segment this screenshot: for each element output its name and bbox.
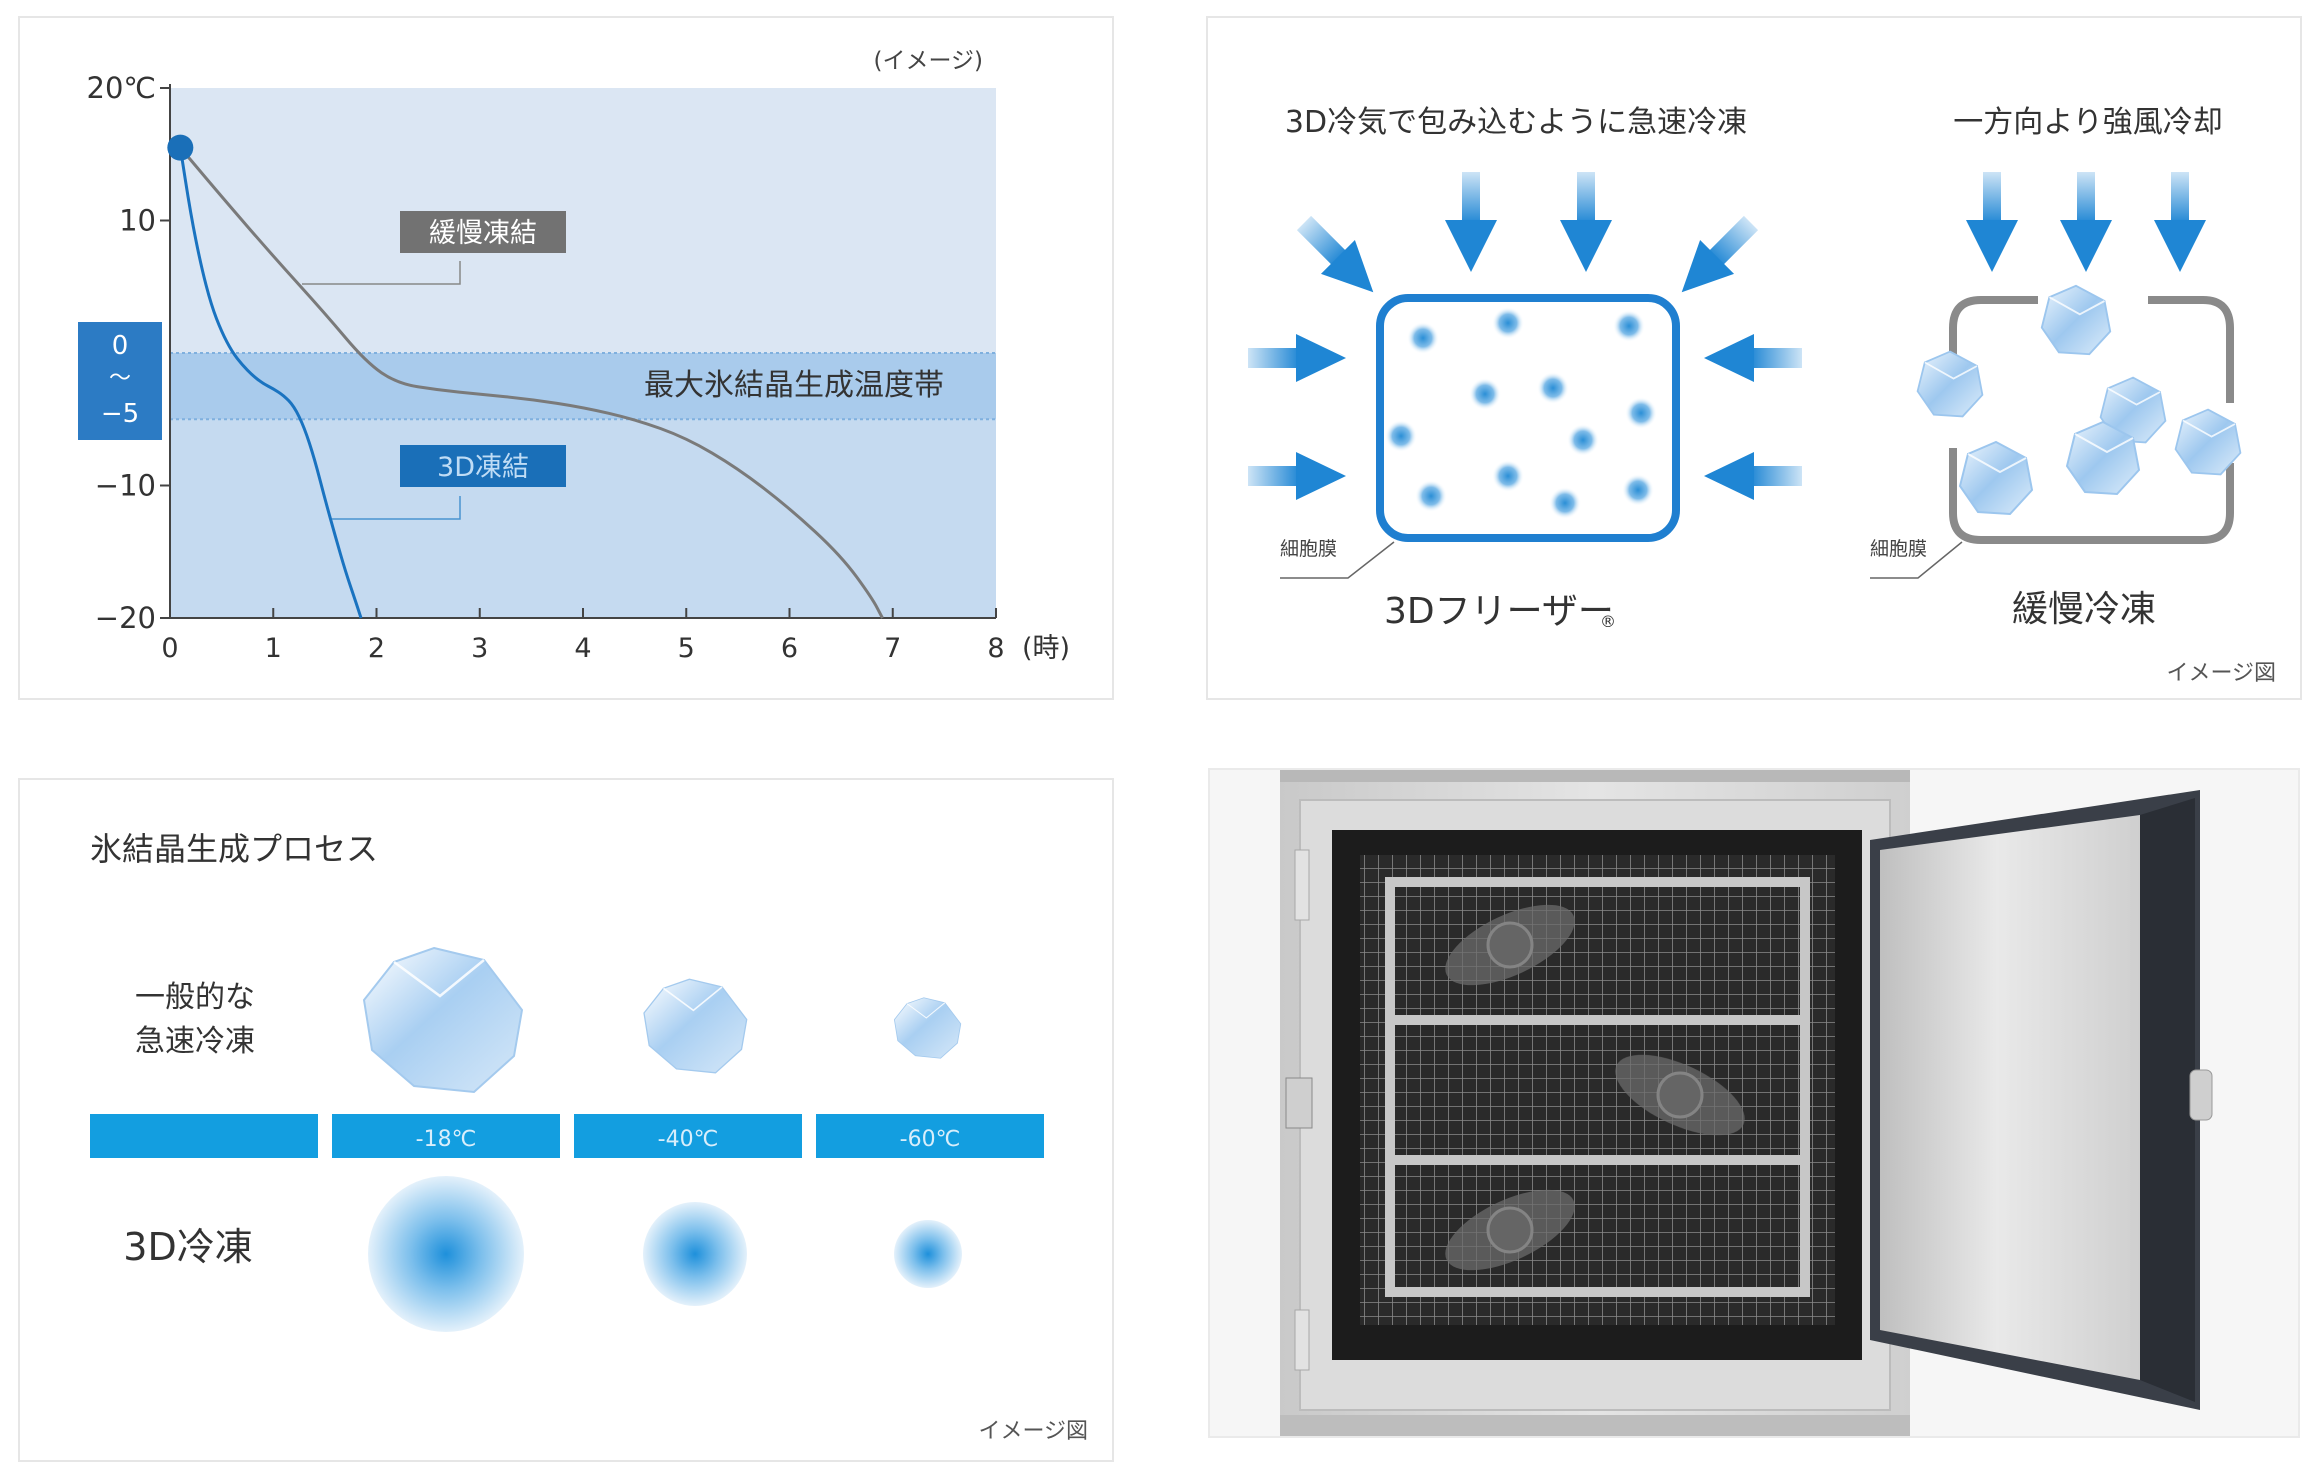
slow-freeze-leader	[302, 261, 461, 285]
ice-crystal-process-panel: 氷結晶生成プロセス 一般的な 急速冷凍 -18℃ -40℃ -60℃ 3D冷凍 …	[18, 778, 1114, 1462]
y-ticks: 20℃ 10 −10 −20	[87, 71, 170, 635]
registered-mark: ®	[1600, 612, 1616, 631]
start-point	[167, 134, 194, 161]
latch-icon	[1285, 1077, 1313, 1129]
x-tick-label: 1	[265, 633, 282, 664]
left-diagram-title: 3D冷気で包み込むように急速冷凍	[1285, 105, 1747, 140]
arrow-diagonal-icon	[1664, 206, 1768, 310]
cold-air-arrows-one-way	[1966, 172, 2206, 272]
arrow-right-icon	[1248, 452, 1346, 500]
series-line-3d-freeze	[178, 147, 363, 619]
range-badge	[78, 322, 162, 440]
row-general-label-line2: 急速冷凍	[135, 1024, 255, 1059]
crystal-blob-small	[894, 1220, 962, 1288]
x-tick-label: 3	[471, 633, 488, 664]
arrow-left-icon	[1704, 334, 1802, 382]
small-ice-crystals	[1385, 307, 1657, 519]
crystal-blob-medium	[643, 1202, 747, 1306]
x-tick-label: 5	[678, 633, 695, 664]
freezer-door	[1880, 815, 2140, 1380]
row-general-label-line1: 一般的な	[135, 980, 255, 1015]
x-tick-label: 6	[781, 633, 798, 664]
temperature-label: -60℃	[900, 1127, 961, 1152]
row-3d-label: 3D冷凍	[123, 1225, 252, 1269]
cell-3d-freezer	[1376, 294, 1680, 542]
temperature-bar	[574, 1114, 802, 1158]
temperature-label: -40℃	[658, 1127, 719, 1152]
y-tick-label: 20℃	[87, 71, 156, 105]
x-tick-label: 2	[368, 633, 385, 664]
arrow-right-icon	[1248, 334, 1346, 382]
arrow-diagonal-icon	[1287, 206, 1391, 310]
membrane-leader-right	[1870, 541, 1963, 579]
crystal-zone-label: 最大氷結晶生成温度帯	[644, 368, 944, 403]
x-tick-label: 8	[987, 633, 1004, 664]
cell-slow-freeze	[1949, 296, 2234, 544]
membrane-label-left: 細胞膜	[1280, 538, 1337, 560]
temperature-bars: -18℃ -40℃ -60℃	[90, 1114, 1044, 1158]
right-caption: 緩慢冷凍	[2012, 589, 2156, 630]
x-ticks: 0 1 2 3 4 5 6 7 8	[161, 608, 1005, 664]
door-handle-icon	[2189, 1069, 2213, 1121]
process-note: イメージ図	[978, 1419, 1088, 1444]
freezer-illustration	[1210, 770, 2298, 1436]
temperature-bar	[816, 1114, 1044, 1158]
diagram-note: イメージ図	[2166, 661, 2276, 686]
large-ice-crystals	[1916, 284, 2242, 515]
crystal-blob-large	[368, 1176, 524, 1332]
x-tick-label: 4	[574, 633, 591, 664]
process-svg: 氷結晶生成プロセス 一般的な 急速冷凍 -18℃ -40℃ -60℃ 3D冷凍 …	[90, 830, 1088, 1444]
ice-crystal-large-icon	[362, 946, 524, 1094]
arrow-left-icon	[1704, 452, 1802, 500]
arrow-down-icon	[1560, 172, 1612, 272]
temperature-bar-label-blank	[90, 1114, 318, 1158]
3d-freeze-label: 3D凍結	[437, 452, 529, 483]
membrane-leader-left	[1280, 541, 1395, 579]
comparison-svg: 3D冷気で包み込むように急速冷凍 一方向より強風冷却	[1248, 105, 2276, 686]
chart-note: (イメージ)	[874, 48, 984, 74]
series-line-slow-freeze	[179, 146, 884, 619]
x-unit-label: (時)	[1022, 633, 1070, 664]
freezing-comparison-diagram: 3D冷気で包み込むように急速冷凍 一方向より強風冷却	[1206, 16, 2302, 700]
range-badge-mid: 〜	[109, 366, 131, 391]
slow-freeze-label: 緩慢凍結	[429, 218, 537, 249]
y-tick-label: 10	[119, 204, 156, 238]
x-tick-label: 7	[884, 633, 901, 664]
process-title: 氷結晶生成プロセス	[90, 830, 378, 868]
temperature-label: -18℃	[416, 1127, 477, 1152]
arrow-down-icon	[1445, 172, 1497, 272]
right-diagram-title: 一方向より強風冷却	[1953, 105, 2222, 140]
left-caption: 3Dフリーザー	[1384, 591, 1614, 632]
wire-rack	[1360, 855, 1835, 1325]
range-badge-top: 0	[112, 331, 129, 361]
arrow-down-icon	[2154, 172, 2206, 272]
3d-freeze-label-box	[400, 445, 566, 487]
temperature-bar	[332, 1114, 560, 1158]
ice-crystal-small-icon	[893, 997, 962, 1059]
range-badge-bottom: −5	[101, 399, 139, 429]
plot-lower-background	[170, 419, 996, 618]
3d-freeze-leader	[332, 496, 461, 520]
slow-freeze-label-box	[400, 211, 566, 253]
membrane-label-right: 細胞膜	[1870, 538, 1927, 560]
ice-crystal-medium-icon	[643, 978, 748, 1074]
arrow-down-icon	[2060, 172, 2112, 272]
freezer-photo	[1208, 768, 2300, 1438]
y-tick-label: −20	[95, 601, 156, 635]
y-tick-label: −10	[95, 469, 156, 503]
x-tick-label: 0	[161, 633, 178, 664]
arrow-down-icon	[1966, 172, 2018, 272]
